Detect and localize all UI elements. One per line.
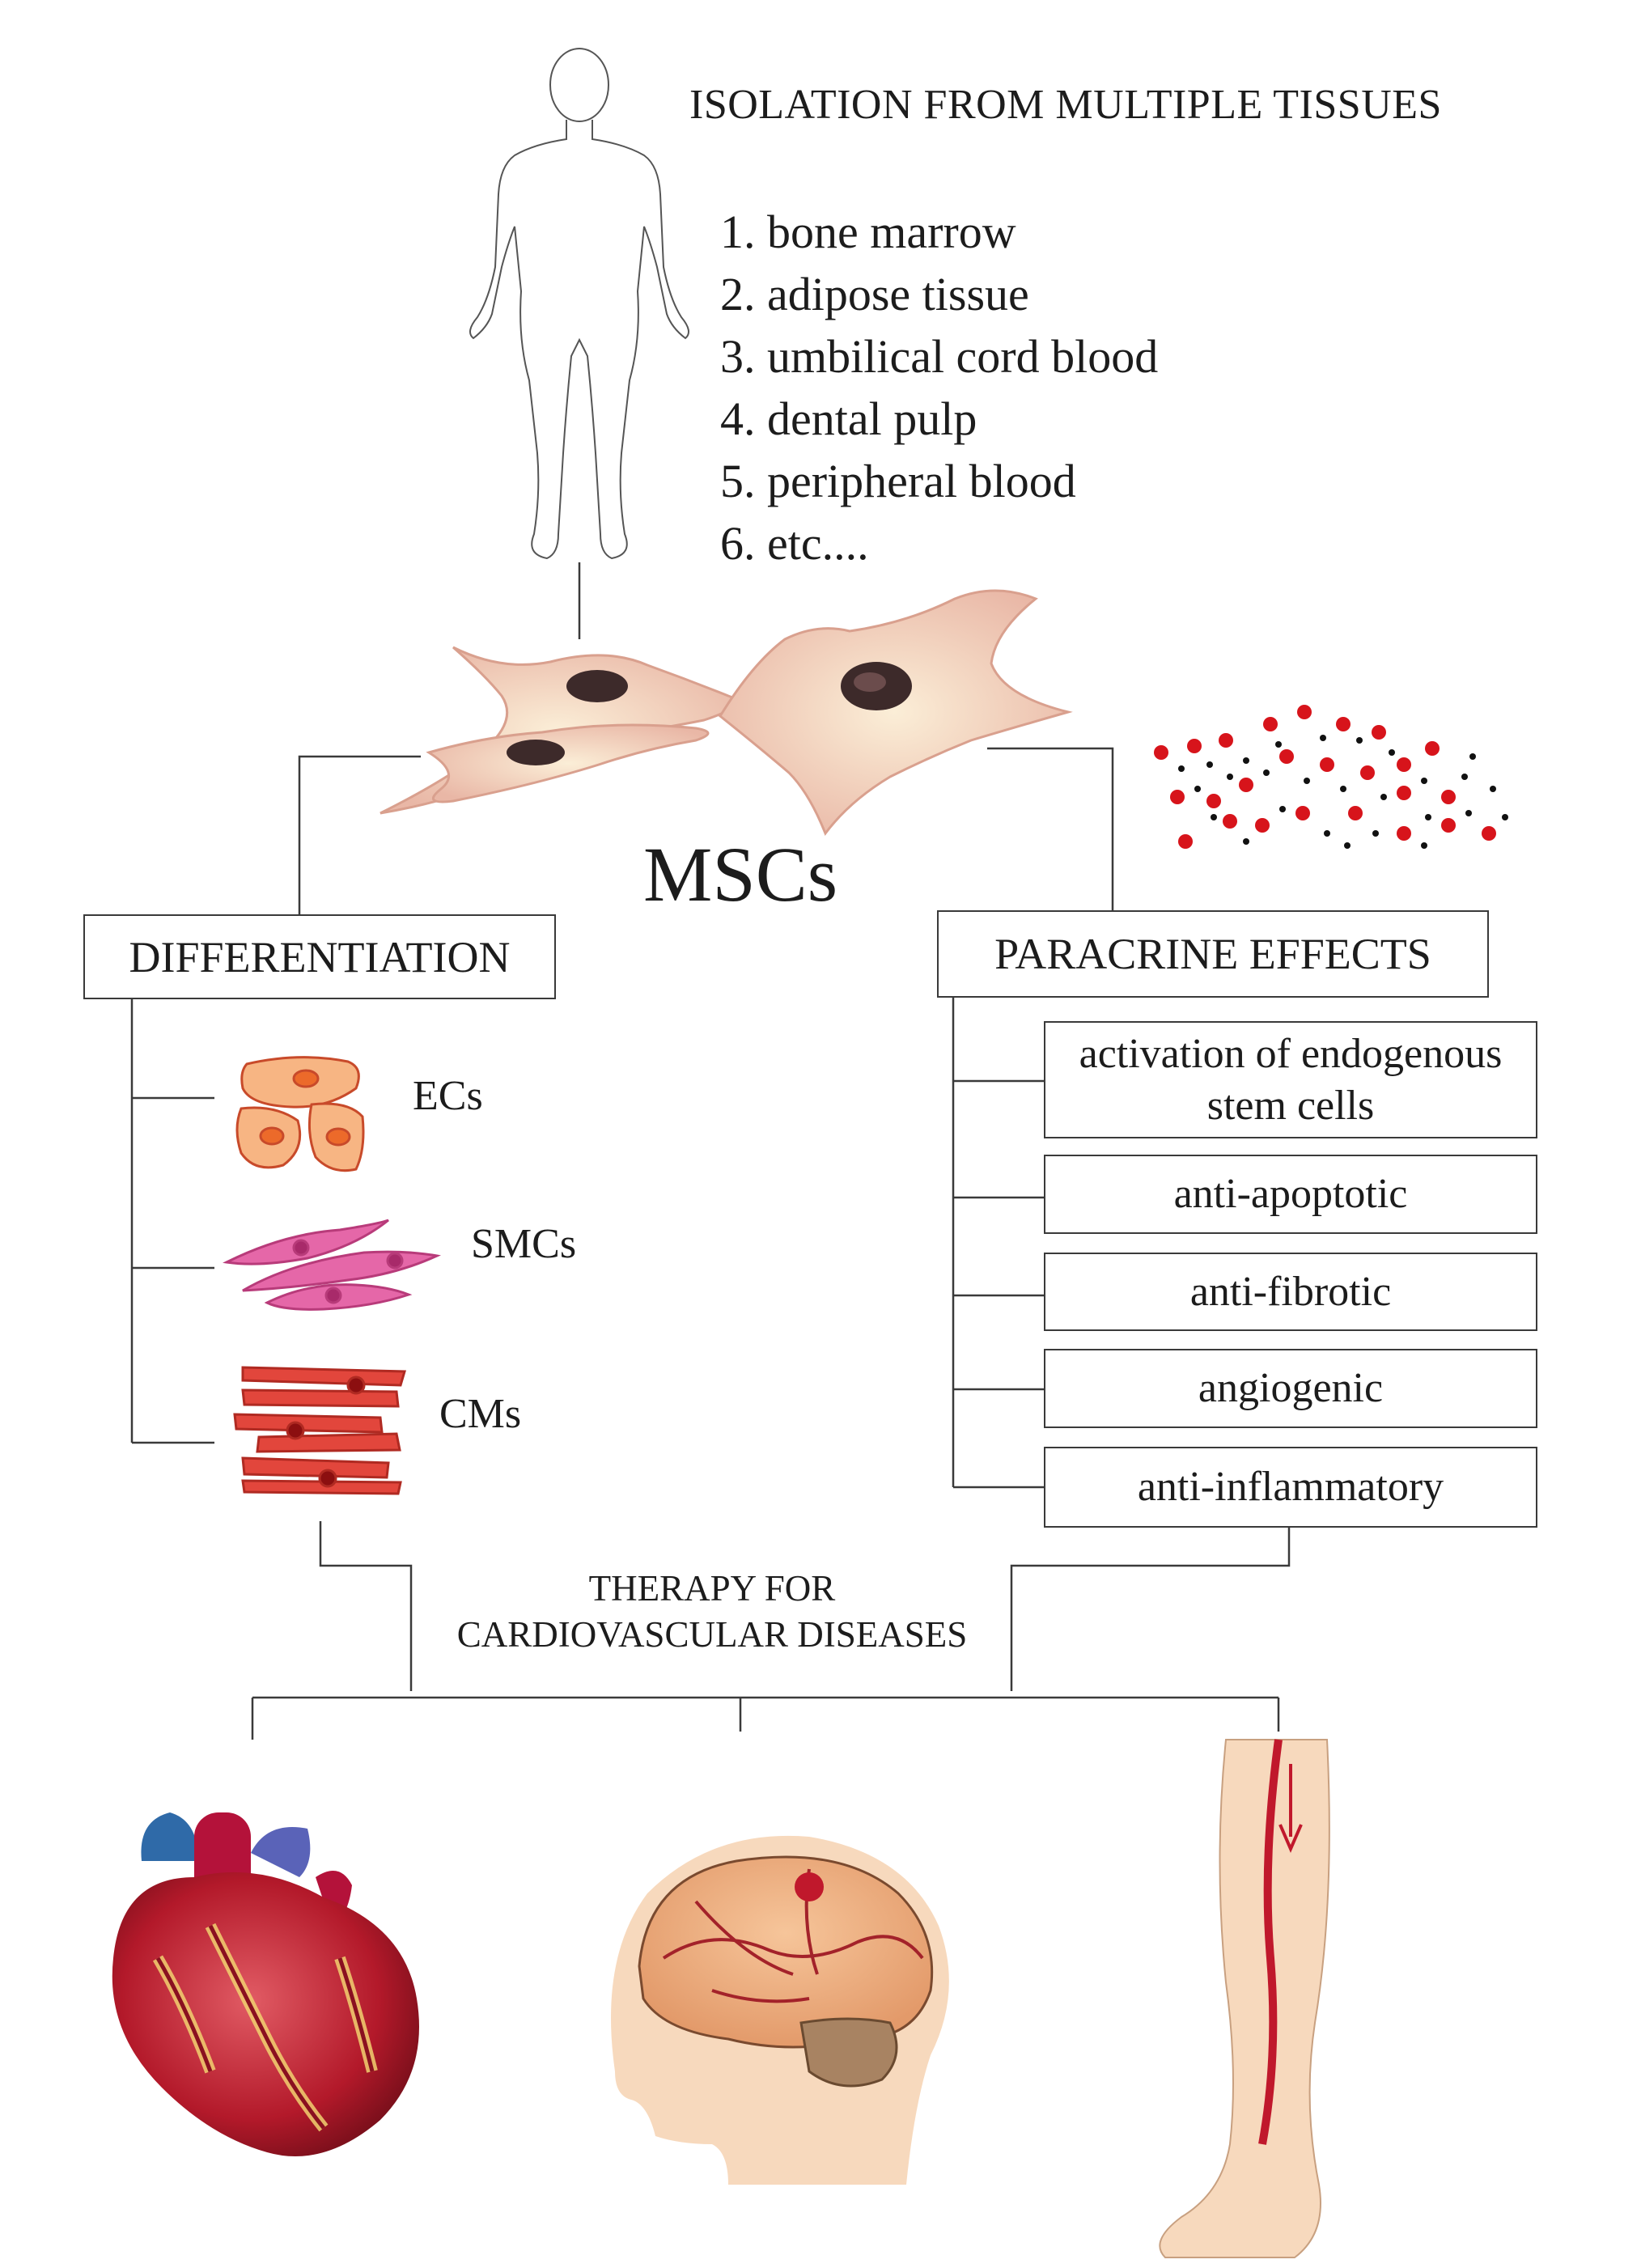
therapy-line-2: CARDIOVASCULAR DISEASES bbox=[456, 1614, 968, 1655]
differentiation-box: DIFFERENTIATION bbox=[83, 914, 556, 999]
effect-label: anti-fibrotic bbox=[1189, 1268, 1392, 1315]
cms-label: CMs bbox=[439, 1391, 522, 1437]
tissue-source-item: 4. dental pulp bbox=[720, 392, 977, 445]
tissue-sources-list: 1. bone marrow 2. adipose tissue 3. umbi… bbox=[720, 201, 1158, 574]
effect-box-endogenous-stem-cells: activation of endogenous stem cells bbox=[1044, 1021, 1537, 1138]
secretome-particles-icon bbox=[1154, 705, 1508, 849]
tissue-source-item: 1. bone marrow bbox=[720, 206, 1016, 258]
effect-label: activation of endogenous stem cells bbox=[1079, 1030, 1503, 1129]
effect-label: angiogenic bbox=[1198, 1365, 1384, 1411]
tissue-source-item: 2. adipose tissue bbox=[720, 268, 1029, 320]
effect-label: anti-inflammatory bbox=[1137, 1464, 1444, 1510]
leg-artery-icon bbox=[1159, 1739, 1330, 2258]
human-body-icon bbox=[469, 48, 689, 560]
tissue-source-item: 6. etc.... bbox=[720, 517, 869, 570]
endothelial-cells-icon bbox=[235, 1056, 365, 1172]
cardiomyocytes-icon bbox=[233, 1366, 406, 1495]
effect-box-anti-inflammatory: anti-inflammatory bbox=[1044, 1447, 1537, 1528]
therapy-label: THERAPY FOR CARDIOVASCULAR DISEASES bbox=[421, 1566, 1003, 1658]
differentiation-title: DIFFERENTIATION bbox=[129, 932, 511, 981]
paracrine-effects-box: PARACRINE EFFECTS bbox=[937, 910, 1489, 998]
smcs-label: SMCs bbox=[471, 1221, 577, 1267]
paracrine-effects-title: PARACRINE EFFECTS bbox=[994, 930, 1431, 978]
effect-label: anti-apoptotic bbox=[1173, 1171, 1408, 1217]
tissue-source-item: 3. umbilical cord blood bbox=[720, 330, 1159, 383]
msc-cells-icon bbox=[380, 589, 1073, 837]
effect-box-anti-apoptotic: anti-apoptotic bbox=[1044, 1155, 1537, 1234]
therapy-line-1: THERAPY FOR bbox=[588, 1568, 836, 1609]
connector-lines bbox=[130, 562, 1291, 1740]
ecs-label: ECs bbox=[413, 1073, 483, 1119]
effect-box-anti-fibrotic: anti-fibrotic bbox=[1044, 1253, 1537, 1331]
tissue-source-item: 5. peripheral blood bbox=[720, 455, 1076, 507]
smooth-muscle-cells-icon bbox=[223, 1219, 442, 1311]
effect-box-angiogenic: angiogenic bbox=[1044, 1349, 1537, 1428]
heart-icon bbox=[112, 1812, 419, 2156]
isolation-title: ISOLATION FROM MULTIPLE TISSUES bbox=[689, 82, 1442, 128]
brain-icon bbox=[611, 1835, 949, 2185]
mscs-label: MSCs bbox=[643, 831, 838, 918]
